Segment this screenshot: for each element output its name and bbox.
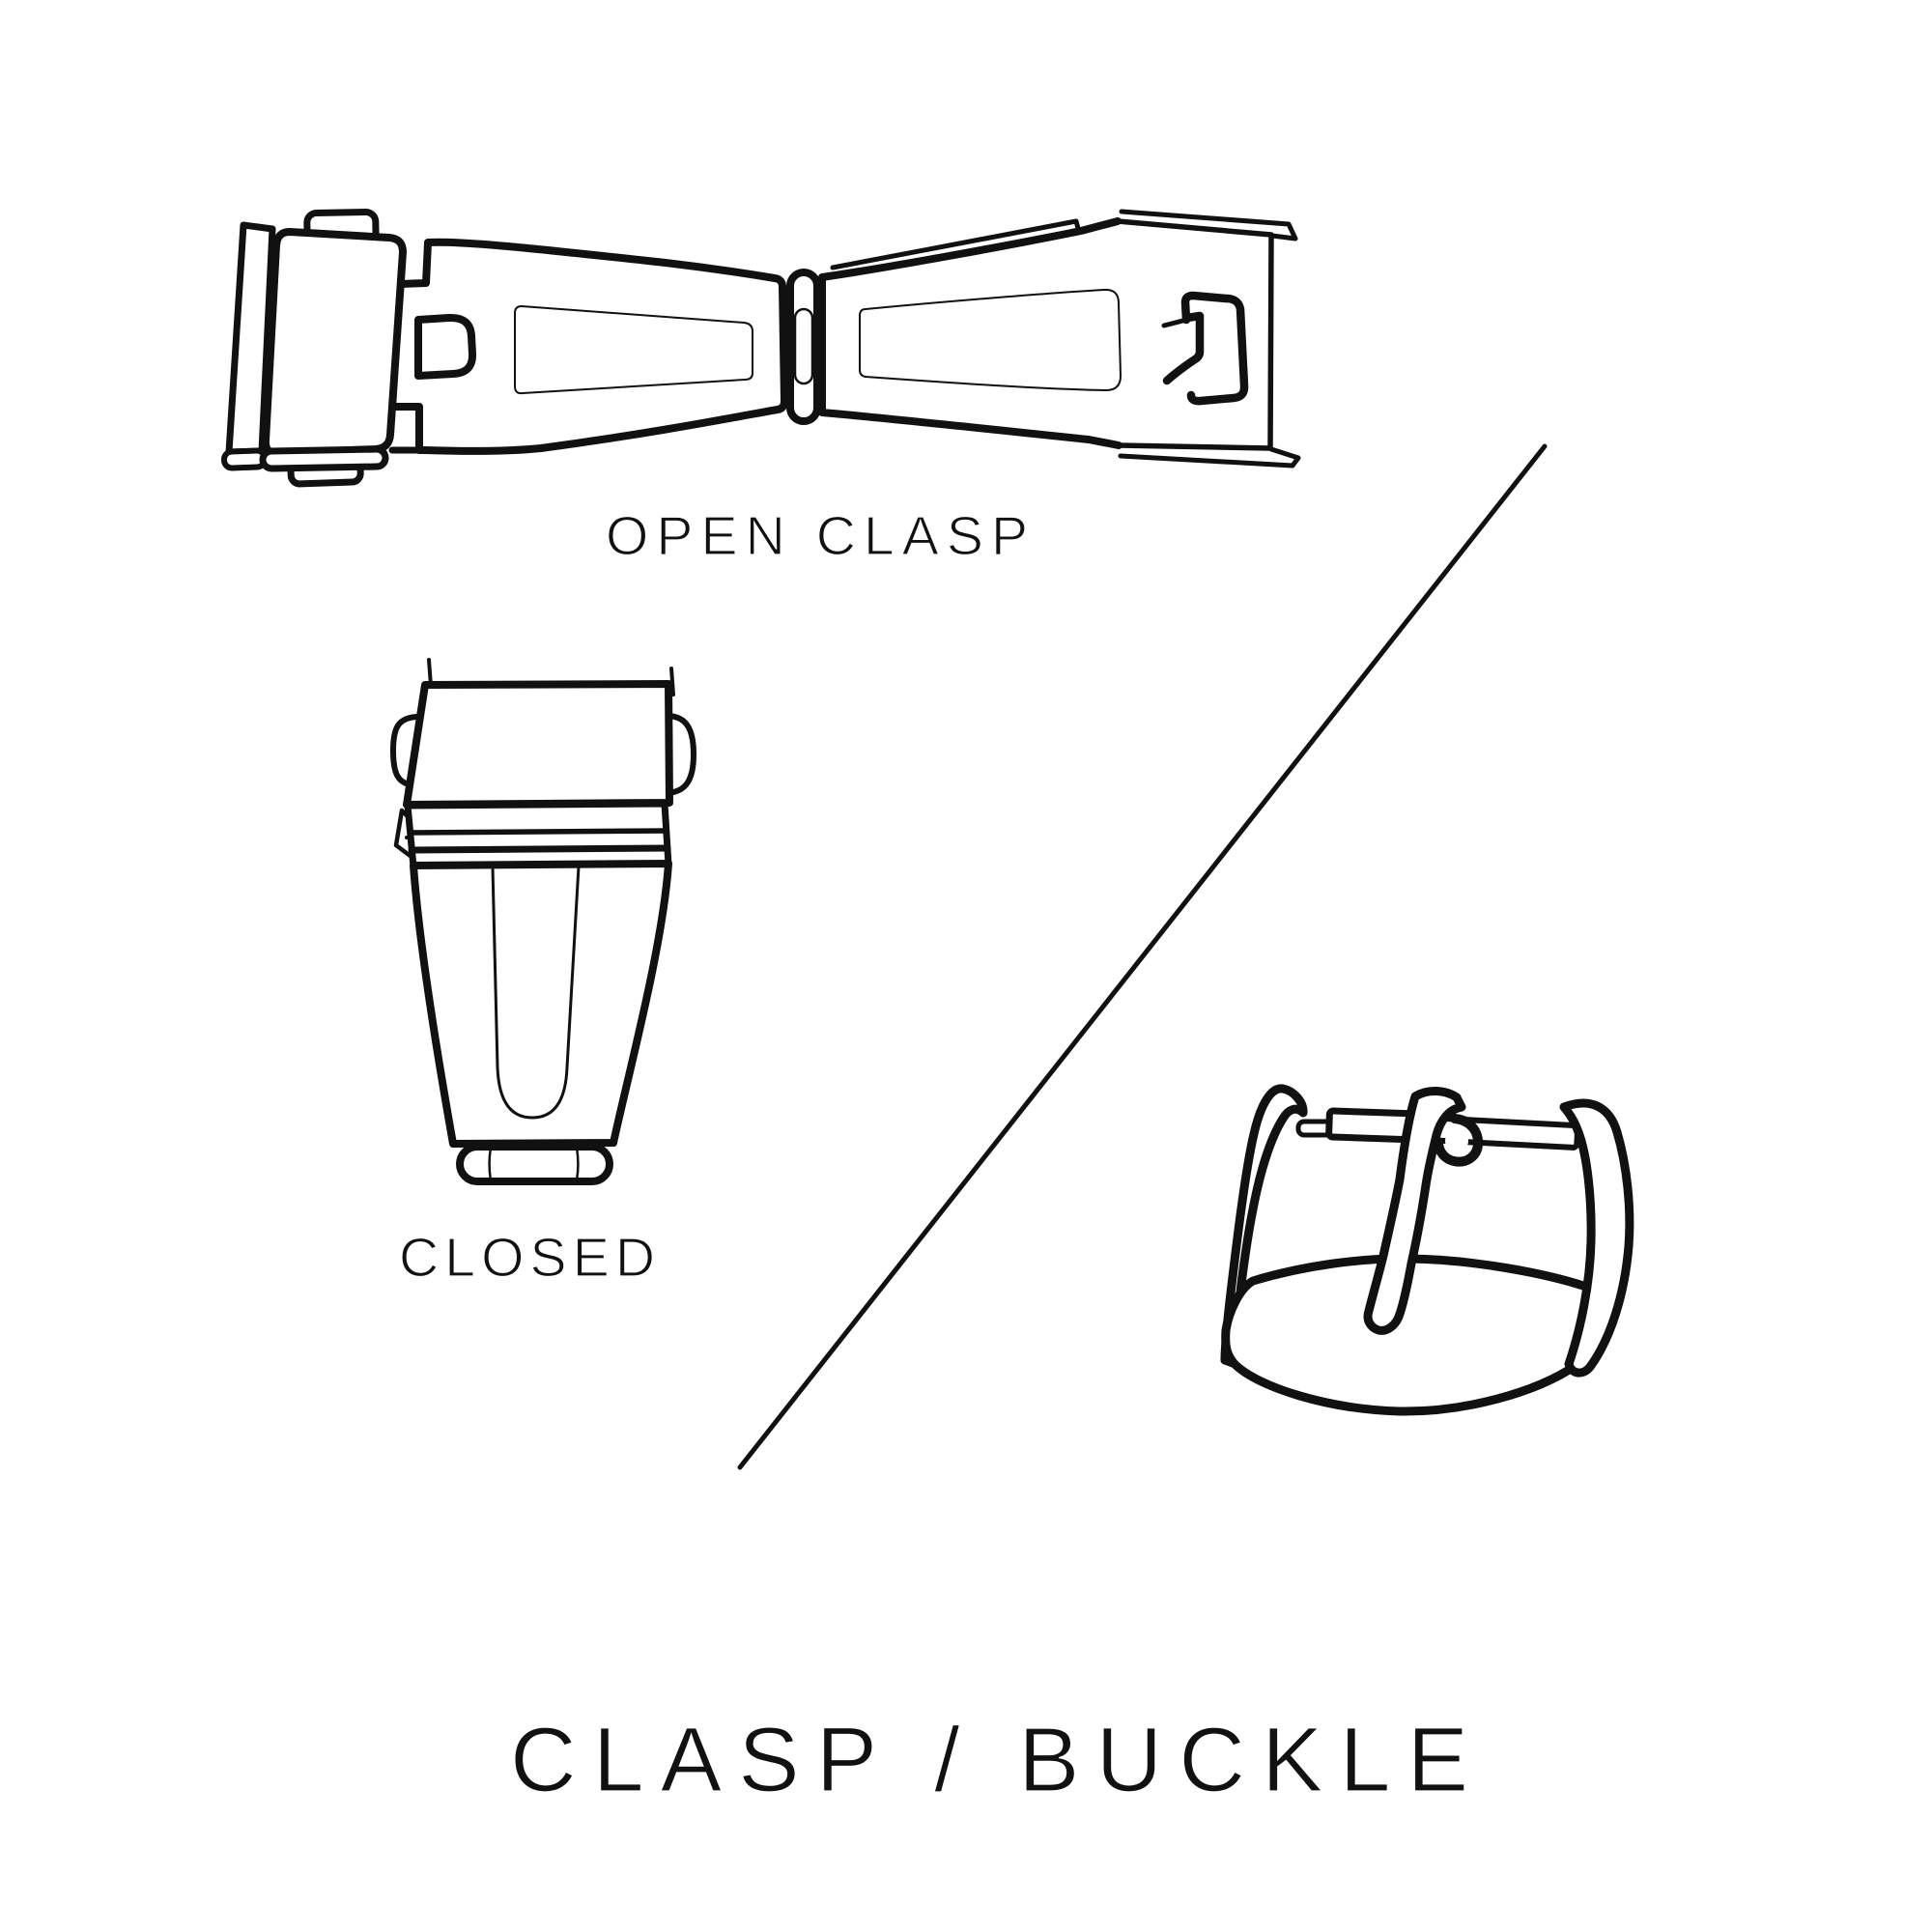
svg-text:OPEN CLASP: OPEN CLASP: [606, 505, 1028, 567]
svg-text:CLASP / BUCKLE: CLASP / BUCKLE: [510, 1709, 1468, 1811]
